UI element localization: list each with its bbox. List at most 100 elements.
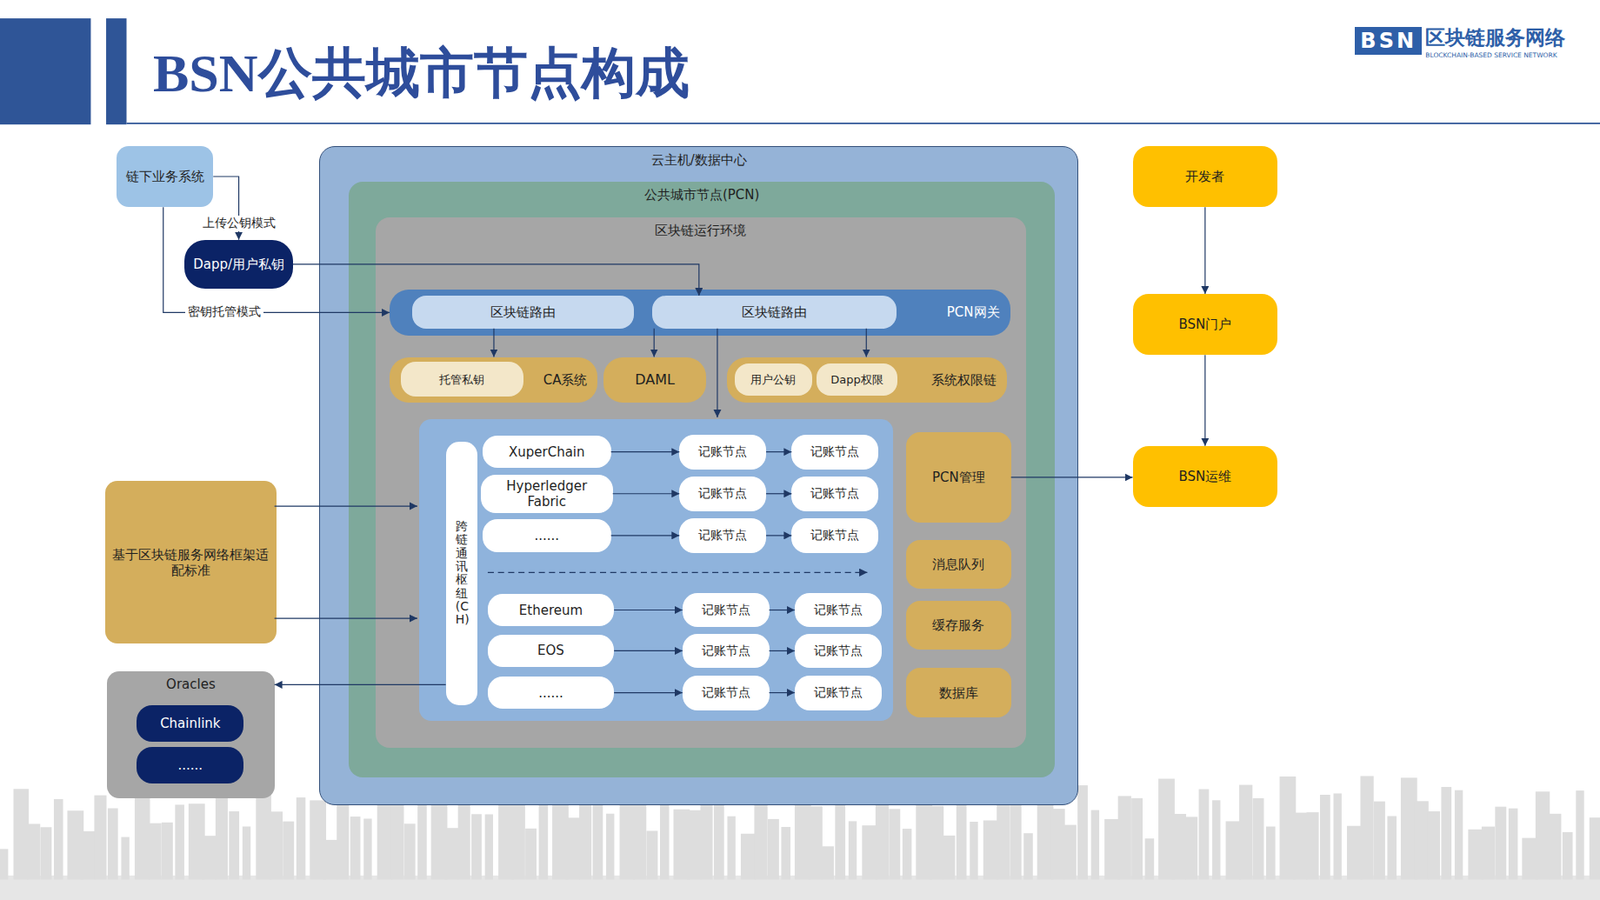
connector-arrow (769, 650, 795, 652)
skyline-building (983, 820, 1000, 880)
skyline-building (134, 786, 151, 880)
router-pill: 区块链路由 (652, 295, 898, 329)
skyline-building (1118, 795, 1132, 880)
node-label: CA系统 (543, 372, 588, 388)
node-label: 记账节点 (810, 444, 860, 460)
skyline-building (282, 821, 294, 880)
operations-box: BSN运维 (1133, 446, 1279, 507)
ledger-node-pill: 记账节点 (791, 476, 879, 512)
node-label: EOS (537, 642, 565, 659)
skyline-building (726, 816, 735, 880)
skyline-building (1535, 791, 1550, 880)
skyline-building (1494, 806, 1507, 880)
skyline-building (1306, 812, 1320, 880)
skyline-building (1427, 811, 1440, 880)
node-label: 记账节点 (698, 527, 747, 543)
connector-arrow (613, 609, 683, 611)
oracle-pill: Chainlink (136, 705, 244, 742)
ledger-node-pill: 记账节点 (794, 633, 882, 669)
skyline-building (593, 802, 604, 880)
skyline-building (1589, 817, 1600, 880)
skyline-building (269, 811, 283, 880)
connector-arrow (613, 692, 683, 694)
connector-arrow (274, 684, 447, 686)
skyline-building (161, 822, 174, 880)
skyline-building (1050, 808, 1065, 880)
router-pill: 区块链路由 (412, 295, 634, 329)
skyline-building (1239, 785, 1253, 880)
node-label: ...... (538, 685, 564, 701)
skyline-building (1562, 832, 1574, 880)
cross-chain-hub: 跨链通讯枢纽(CH) (446, 441, 478, 706)
page-title: BSN公共城市节点构成 (153, 36, 690, 110)
skyline-building (255, 787, 272, 880)
dapp-permission-pill: Dapp权限 (816, 363, 899, 397)
connector-arrow (1204, 206, 1206, 294)
skyline-building (1481, 826, 1495, 880)
node-label: 记账节点 (813, 643, 863, 659)
ledger-node-pill: 记账节点 (682, 675, 770, 711)
node-label: 跨链通讯枢纽(CH) (455, 520, 468, 627)
service-box: 缓存服务 (906, 600, 1012, 650)
connector-arrow (766, 534, 792, 536)
skyline-building (525, 828, 537, 880)
chain-name-pill: XuperChain (482, 435, 612, 469)
skyline-building (767, 819, 780, 880)
skyline-building (1077, 785, 1088, 880)
skyline-building (40, 826, 52, 880)
skyline-building (471, 813, 482, 880)
node-label: 记账节点 (701, 602, 751, 618)
hosted-key-pill: 托管私钥 (400, 361, 524, 397)
node-label: DAML (634, 371, 675, 388)
datacenter-panel: 云主机/数据中心公共城市节点(PCN)区块链运行环境PCN网关区块链路由区块链路… (319, 146, 1079, 806)
node-label: PCN管理 (932, 469, 986, 486)
skyline-building (888, 808, 900, 880)
node-label: 基于区块链服务网络框架适配标准 (110, 546, 271, 579)
node-label: XuperChain (508, 444, 586, 460)
standard-arrow (274, 618, 418, 620)
skyline-building (780, 826, 791, 880)
chain-name-pill: ...... (487, 676, 615, 710)
pcn-management-box: PCN管理 (906, 432, 1012, 522)
ledger-node-pill: 记账节点 (791, 434, 879, 470)
skyline-building (875, 796, 889, 880)
skyline-building (566, 817, 580, 880)
node-label: Hyperledger Fabric (486, 478, 608, 510)
node-label: 缓存服务 (932, 617, 985, 634)
node-label: 区块链运行环境 (654, 222, 747, 239)
node-label: 记账节点 (698, 444, 747, 460)
skyline-building (174, 804, 185, 880)
oracles-panel: OraclesChainlink...... (106, 671, 274, 799)
service-box: 消息队列 (906, 540, 1012, 589)
connector-arrow (611, 534, 680, 536)
node-label: Ethereum (519, 602, 583, 619)
skyline-building (969, 821, 978, 880)
skyline-building (107, 808, 119, 880)
skyline-building (1413, 800, 1428, 880)
node-label: 公共城市节点(PCN) (644, 186, 760, 203)
ca-band: CA系统 托管私钥 (389, 357, 598, 404)
connector-arrow (766, 493, 792, 494)
portal-box: BSN门户 (1133, 293, 1279, 355)
skyline-building (1023, 833, 1034, 880)
node-label: Chainlink (160, 715, 220, 732)
daml-box: DAML (603, 357, 706, 404)
node-label: 记账节点 (813, 685, 863, 700)
node-label: ...... (178, 757, 204, 774)
skyline-building (228, 811, 240, 880)
connector-arrow (769, 692, 795, 694)
skyline-building (1104, 819, 1120, 880)
skyline-building (1145, 838, 1155, 880)
standard-arrow (274, 505, 418, 507)
node-label: BSN运维 (1178, 468, 1232, 485)
header-bar (106, 18, 127, 125)
skyline-building (861, 825, 878, 880)
connector-arrow (493, 328, 494, 358)
permission-chain-band: 系统权限链用户公钥Dapp权限 (726, 357, 1007, 404)
connector-arrow (1204, 354, 1206, 446)
header-block (0, 18, 91, 125)
ledger-node-pill: 记账节点 (682, 633, 770, 669)
skyline-building (80, 831, 95, 880)
